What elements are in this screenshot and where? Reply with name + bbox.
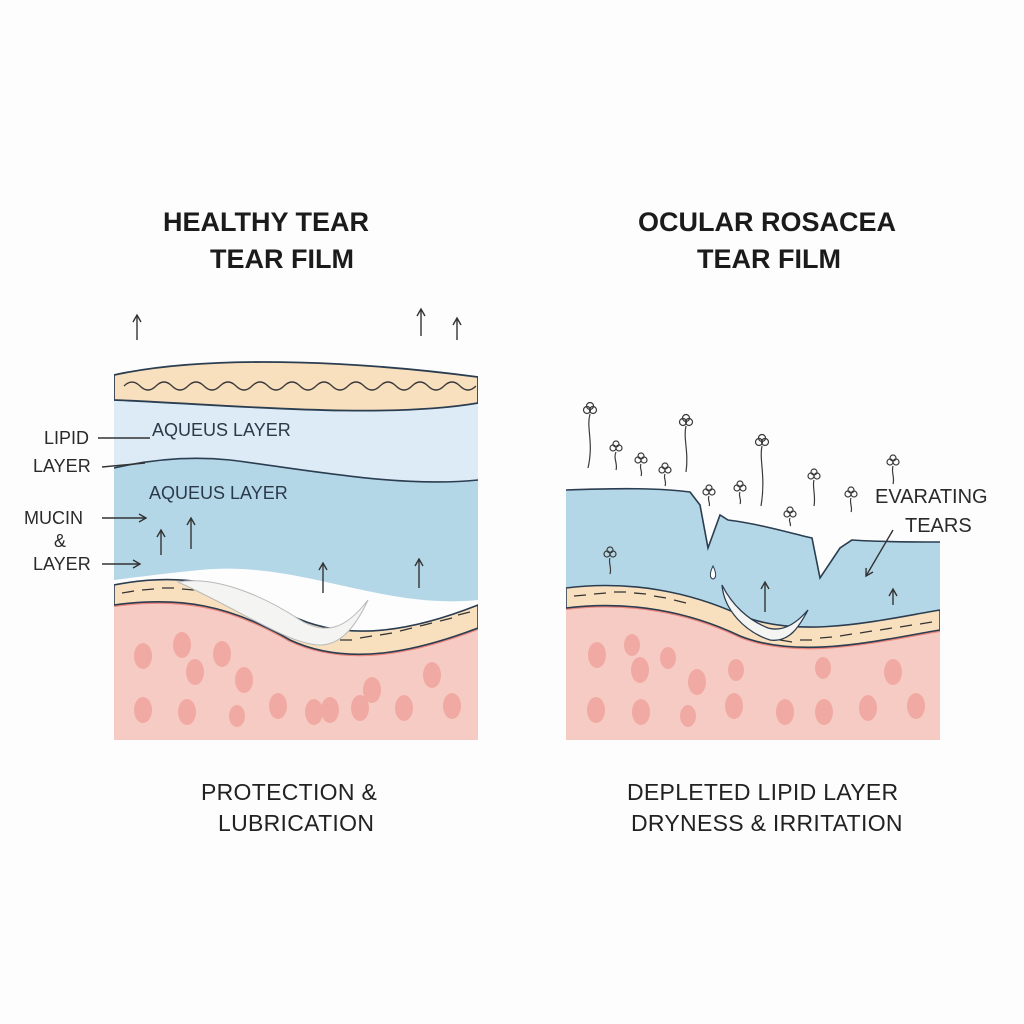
rosacea-mucin-layer [566,584,940,649]
healthy-upper-layer-label: AQUEUS LAYER [152,420,291,440]
healthy-panel [114,361,478,740]
healthy-caption-line2: LUBRICATION [218,810,375,836]
rosacea-title-line2: TEAR FILM [697,244,841,274]
side-label-pointers [98,437,150,569]
rosacea-tissue [566,605,940,740]
rosacea-tissue-cells [587,634,925,727]
healthy-tissue-cells [134,632,461,727]
healthy-arrows [132,307,462,593]
rosacea-caption-line2: DRYNESS & IRRITATION [631,810,903,836]
rosacea-caption-line1: DEPLETED LIPID LAYER [627,779,899,805]
rosacea-wedge [721,584,809,641]
evaporation-puffs [582,401,900,575]
side-label-lipid-2: LAYER [33,456,91,476]
rosacea-panel [566,487,940,740]
rosacea-arrows [760,529,898,612]
rosacea-aqueous-layer [566,488,940,628]
healthy-caption-line1: PROTECTION & [201,779,378,805]
side-label-mucin-3: LAYER [33,554,91,574]
healthy-lipid-layer [114,361,478,412]
healthy-title-line1: HEALTHY TEAR [163,207,370,237]
side-label-mucin-2: & [54,531,67,551]
evaporating-label-1: EVARATING [875,486,988,508]
healthy-title-line2: TEAR FILM [210,244,354,274]
side-label-lipid-1: LIPID [44,428,90,448]
evaporating-label-2: TEARS [905,515,972,537]
healthy-mucin-wedge [176,580,369,646]
side-label-mucin-1: MUCIN [24,508,83,528]
healthy-tissue [114,601,478,740]
rosacea-title-line1: OCULAR ROSACEA [638,207,897,237]
healthy-mid-layer-label: AQUEUS LAYER [149,483,288,503]
